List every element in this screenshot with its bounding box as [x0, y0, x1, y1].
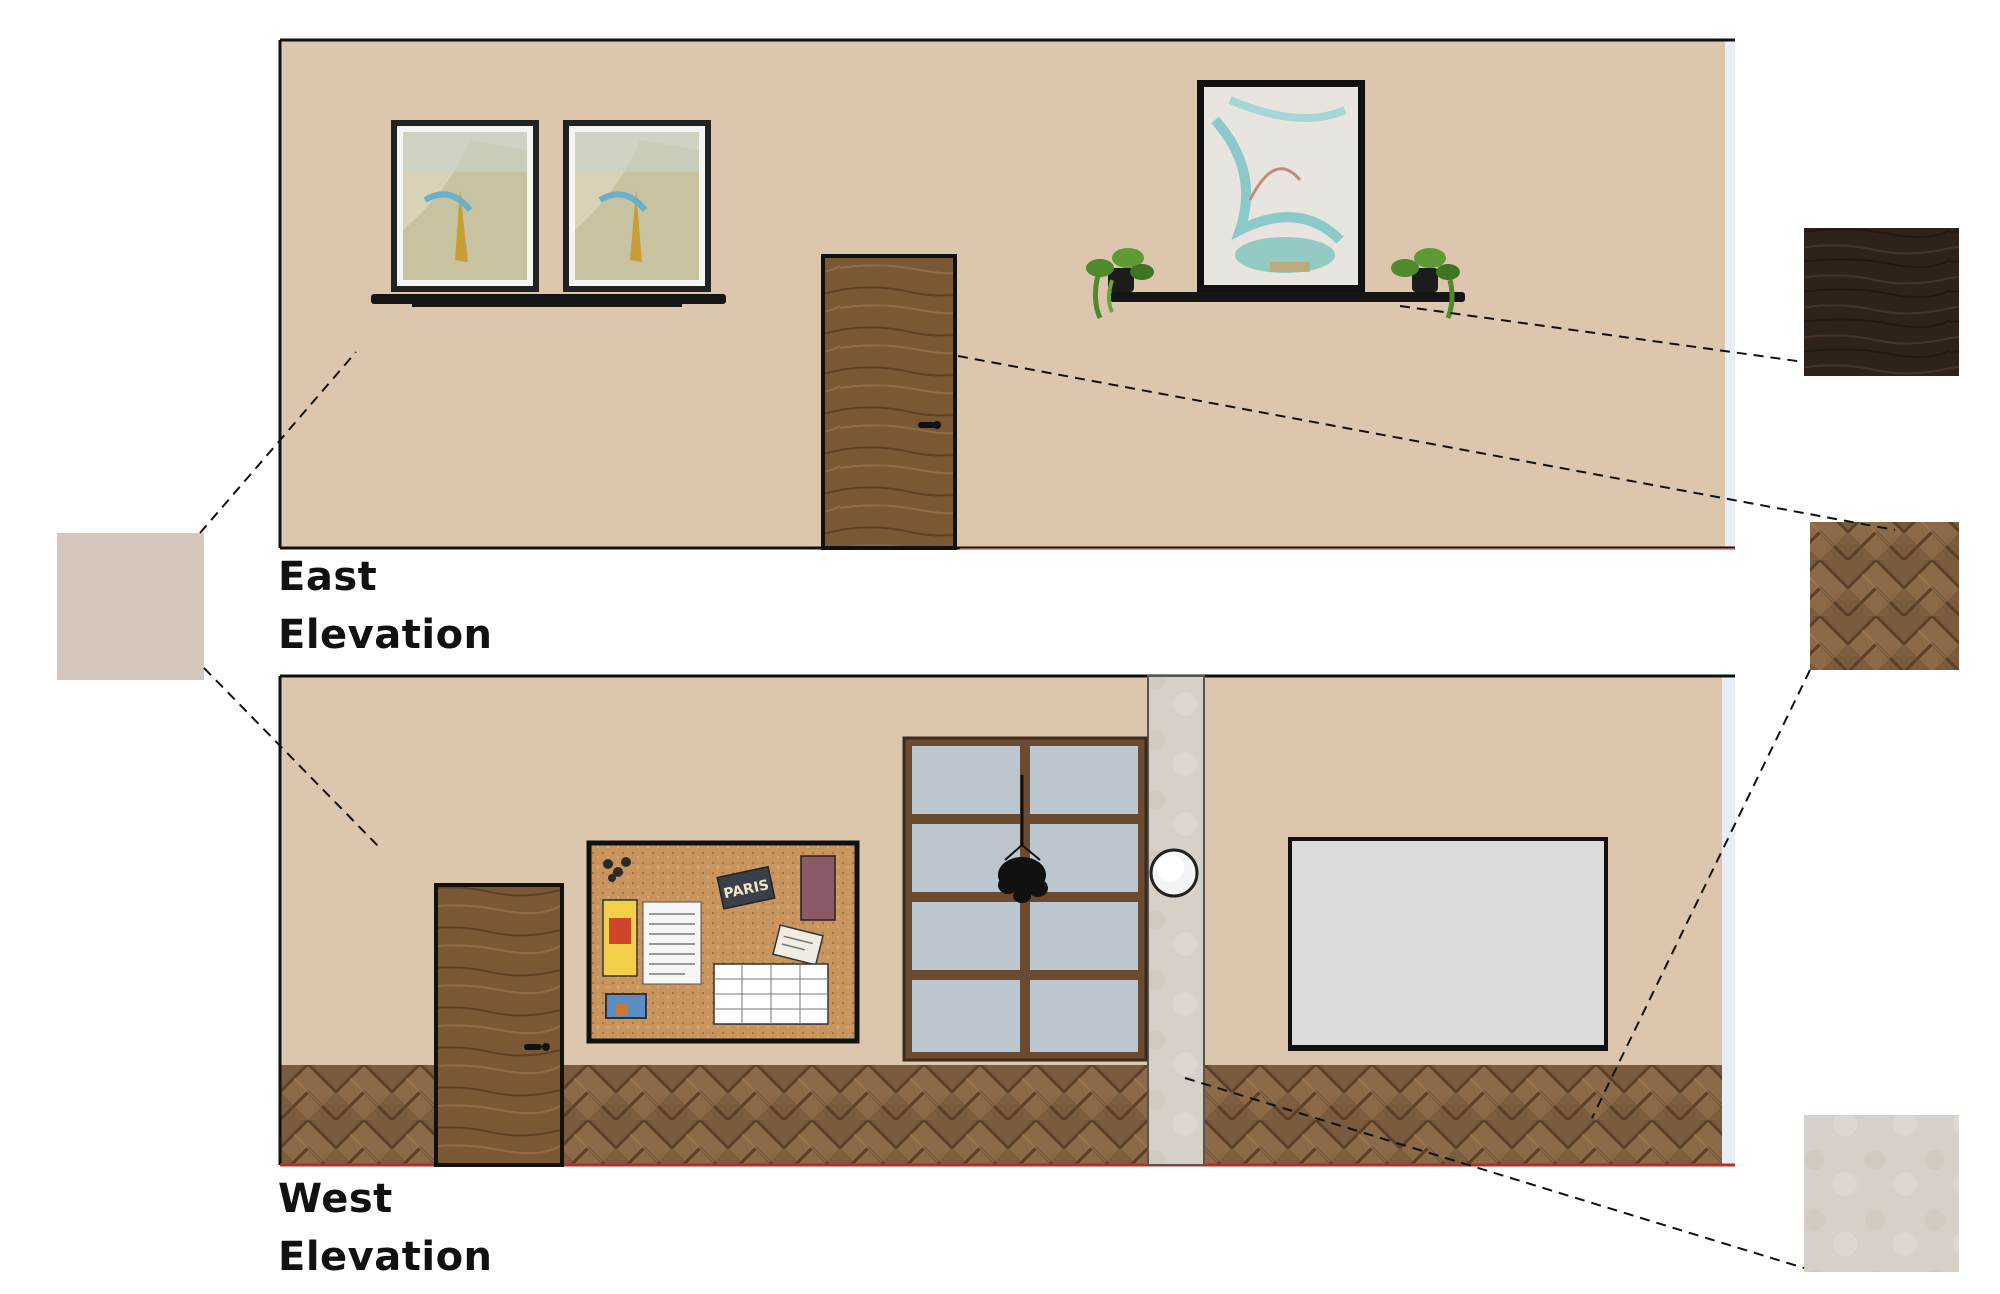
document-sheet — [642, 901, 702, 985]
west-title-line1: West — [278, 1176, 393, 1222]
framed-painting-right — [563, 120, 711, 292]
leader-stone — [1184, 1077, 1805, 1269]
photo-small — [605, 993, 647, 1019]
postcard-maroon — [800, 855, 836, 921]
potted-plant-left — [1086, 248, 1154, 320]
picture-ledge-left-lip — [412, 302, 682, 307]
potted-plant-right — [1391, 248, 1460, 319]
paris-poster: PARIS — [716, 865, 776, 910]
flyer-yellow — [602, 899, 638, 977]
leader-wall-east — [199, 351, 357, 534]
cork-board: PARIS — [586, 840, 860, 1044]
framed-painting-left — [391, 120, 539, 292]
east-wall-right-strip — [1725, 40, 1735, 548]
wall-paint-swatch — [57, 533, 204, 680]
stone-swatch — [1804, 1115, 1959, 1272]
west-title-line2: Elevation — [278, 1234, 493, 1280]
west-elevation: PARIS — [278, 674, 1735, 1167]
leader-wall-west — [203, 667, 381, 849]
abstract-painting — [1197, 80, 1365, 292]
east-elevation — [278, 38, 1735, 550]
hanging-plant — [998, 775, 1048, 903]
leader-herringbone — [1591, 669, 1811, 1119]
east-title-line1: East — [278, 554, 378, 600]
west-elevation-title: West Elevation — [278, 1170, 493, 1286]
leader-lines — [199, 305, 1896, 1269]
picture-ledge-right — [1110, 292, 1465, 302]
schedule-table — [713, 963, 829, 1025]
stone-column — [1147, 675, 1205, 1166]
leader-door-floor — [957, 355, 1896, 531]
whiteboard — [1288, 837, 1608, 1051]
herringbone-swatch — [1810, 522, 1959, 670]
east-elevation-title: East Elevation — [278, 548, 493, 664]
material-swatches — [57, 228, 1959, 1272]
east-door — [821, 254, 957, 550]
picture-ledge-left — [371, 294, 726, 304]
east-title-line2: Elevation — [278, 612, 493, 658]
wall-clock — [1149, 848, 1199, 898]
west-door — [434, 883, 564, 1167]
west-wall-right-strip — [1722, 676, 1735, 1165]
dark-wood-swatch — [1804, 228, 1959, 376]
pin-cluster — [603, 857, 631, 882]
postcard-tilted — [772, 924, 824, 966]
